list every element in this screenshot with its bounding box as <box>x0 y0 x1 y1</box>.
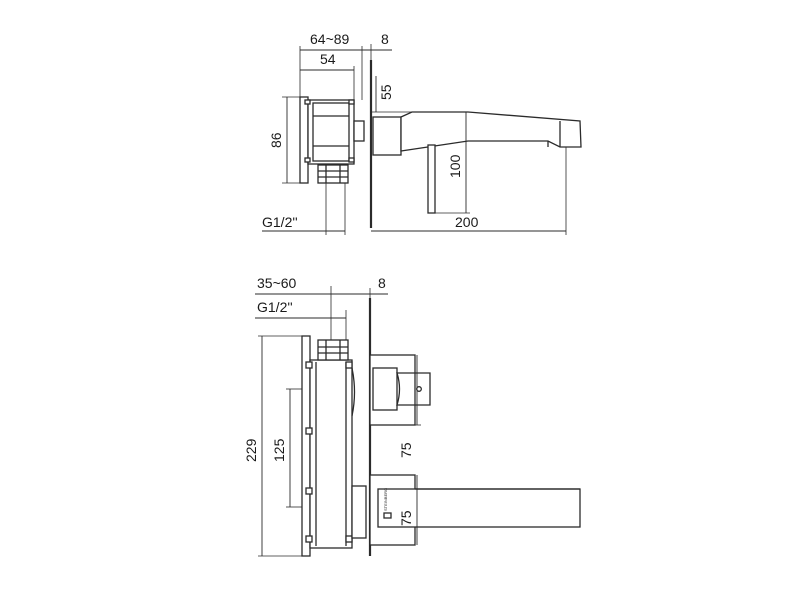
top-plate-thickness-label: 8 <box>381 31 389 47</box>
top-view: 64~89 54 8 55 86 100 G1/2'' 200 <box>262 31 582 235</box>
top-thread-label: G1/2'' <box>262 214 298 230</box>
top-body-height-label: 86 <box>268 132 284 148</box>
top-depth-label: 54 <box>320 51 336 67</box>
top-lever-length-label: 100 <box>447 154 463 178</box>
front-thread-label: G1/2'' <box>257 299 293 315</box>
front-total-height-label: 229 <box>243 438 259 462</box>
top-view-wall-plate <box>299 96 309 184</box>
front-view-handle <box>396 372 431 406</box>
front-body-height-label: 125 <box>271 438 287 462</box>
top-view-lever <box>427 144 436 214</box>
brand-mark: STEINBERG <box>383 488 388 511</box>
top-depth-range-label: 64~89 <box>310 31 350 47</box>
front-view: STEINBERG 35~60 8 G1/2'' 229 125 75 75 <box>243 275 581 557</box>
front-handle-plate-label: 75 <box>398 442 414 458</box>
front-plate-thickness-label: 8 <box>378 275 386 291</box>
top-spout-length-label: 200 <box>455 214 479 230</box>
front-view-body <box>309 359 353 549</box>
front-depth-range-label: 35~60 <box>257 275 297 291</box>
top-view-body <box>307 99 355 165</box>
front-spout-plate-label: 75 <box>398 510 414 526</box>
top-view-inlet-nut <box>317 164 349 184</box>
front-view-spout <box>377 488 581 528</box>
top-spout-height-label: 55 <box>378 84 394 100</box>
front-view-inlet-nut <box>317 339 349 361</box>
front-view-wall-plate <box>301 335 311 557</box>
